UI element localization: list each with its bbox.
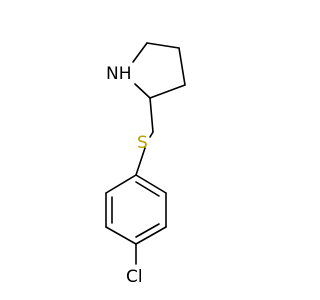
nitrogen-label: NH	[106, 64, 132, 84]
bond-ring-c3-c2	[149, 84, 186, 99]
chlorine-label: Cl	[126, 267, 143, 287]
aromatic-double-bond-2	[135, 223, 160, 238]
bond-ring-c2-n	[134, 83, 151, 99]
bond-ring-c5-c4	[146, 42, 180, 49]
bond-aryl-4-5	[135, 226, 167, 245]
bond-ch2-s	[149, 131, 154, 138]
bond-aryl-3-4	[105, 226, 137, 245]
bond-c2-ch2	[149, 97, 154, 133]
bond-ring-c4-c3	[178, 47, 186, 86]
bond-s-aryl	[135, 147, 146, 176]
bond-ring-n-c5	[132, 42, 148, 63]
chemical-structure: NH S Cl	[105, 42, 186, 287]
bond-aryl-6-1	[135, 174, 167, 194]
aromatic-double-bond-3	[135, 181, 160, 197]
sulfur-label: S	[137, 133, 148, 153]
bond-aryl-1-2	[105, 174, 137, 194]
